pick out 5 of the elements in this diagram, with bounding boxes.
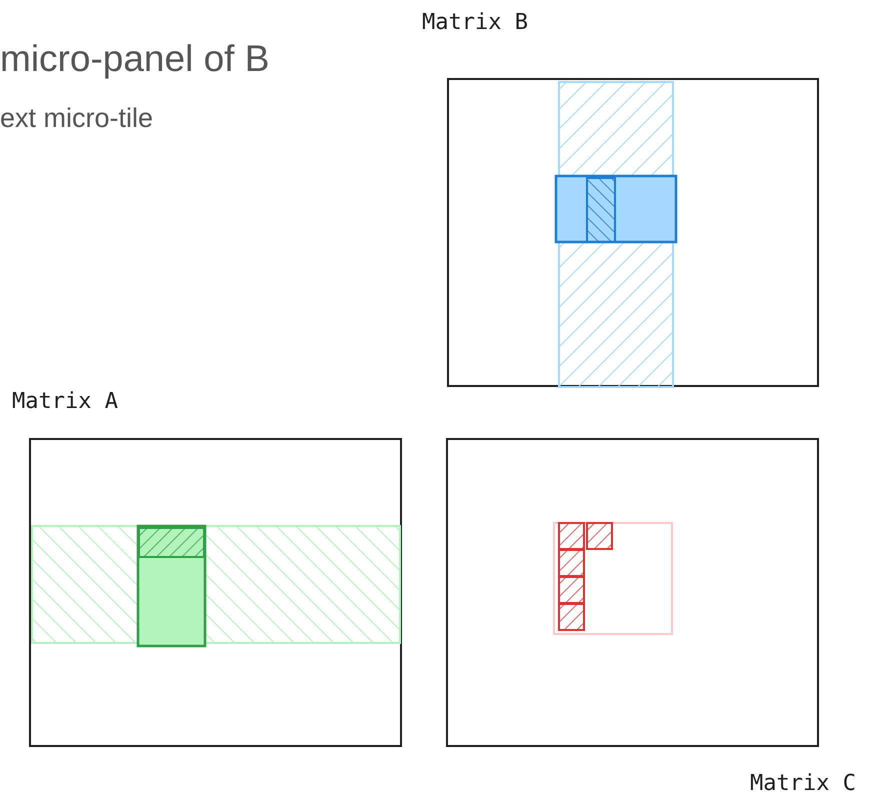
- matrix-title: Matrix B: [422, 10, 528, 36]
- matrix-title: Matrix C: [750, 771, 856, 797]
- heading-text: micro-panel of B: [0, 38, 270, 80]
- subheading-text: ext micro-tile: [0, 103, 154, 134]
- matrix-title: Matrix A: [12, 389, 118, 415]
